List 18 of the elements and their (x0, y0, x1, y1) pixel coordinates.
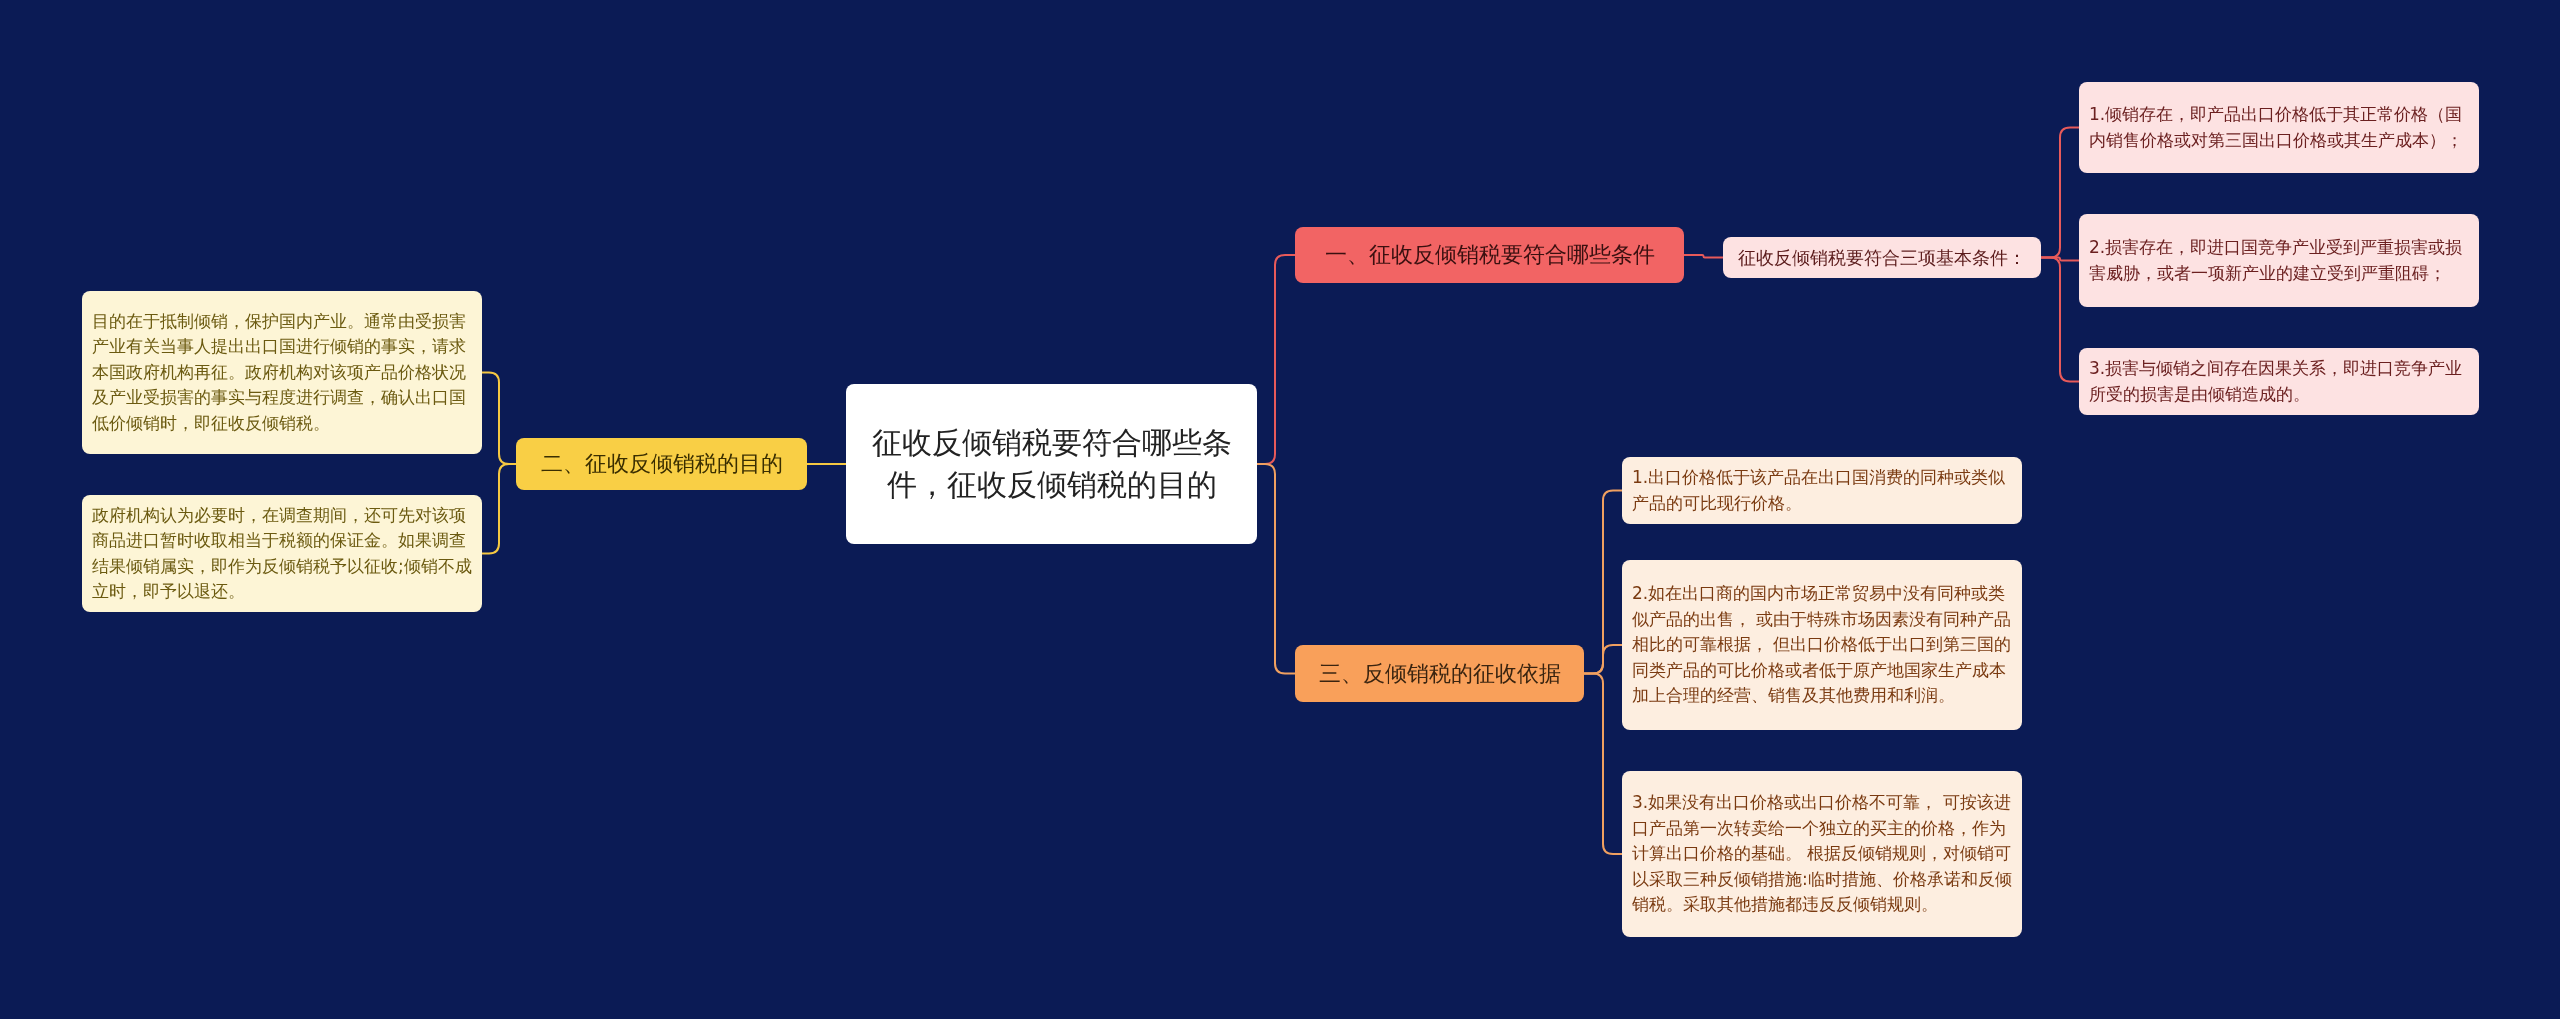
subtopic-box: 征收反倾销税要符合三项基本条件： (1723, 237, 2041, 278)
note-box: 2.损害存在，即进口国竞争产业受到严重损害或损害威胁，或者一项新产业的建立受到严重阻碍； (2079, 214, 2479, 307)
note-box: 2.如在出口商的国内市场正常贸易中没有同种或类似产品的出售， 或由于特殊市场因素没有同种产品相比的可靠根据， 但出口价格低于出口到第三国的同类产品的可比价格或者低于原产地国家生产成本加上合理的经营、销售及其他费用和利润。 (1622, 560, 2022, 730)
note-box: 政府机构认为必要时，在调查期间，还可先对该项商品进口暂时收取相当于税额的保证金。如果调查结果倾销属实，即作为反倾销税予以征收;倾销不成立时，即予以退还。 (82, 495, 482, 612)
connector-line (1683, 254, 1724, 259)
branch-topic-box: 一、征收反倾销税要符合哪些条件 (1295, 227, 1684, 283)
central-topic-box: 征收反倾销税要符合哪些条件，征收反倾销税的目的 (846, 384, 1257, 544)
note-box: 1.倾销存在，即产品出口价格低于其正常价格（国内销售价格或对第三国出口价格或其生产成本）； (2079, 82, 2479, 173)
note-box: 1.出口价格低于该产品在出口国消费的同种或类似产品的可比现行价格。 (1622, 457, 2022, 524)
connector-line (806, 463, 847, 465)
note-box: 3.损害与倾销之间存在因果关系，即进口竞争产业所受的损害是由倾销造成的。 (2079, 348, 2479, 415)
connector-line (2040, 256, 2080, 383)
note-box: 目的在于抵制倾销，保护国内产业。通常由受损害产业有关当事人提出出口国进行倾销的事实，请求本国政府机构再征。政府机构对该项产品价格状况及产业受损害的事实与程度进行调查，确认出口国低价倾销时，即征收反倾销税。 (82, 291, 482, 454)
note-box: 3.如果没有出口价格或出口价格不可靠， 可按该进口产品第一次转卖给一个独立的买主的价格，作为计算出口价格的基础。 根据反倾销规则，对倾销可以采取三种反倾销措施:临时措施、价格承诺和反倾销税。采取其他措施都违反反倾销规则。 (1622, 771, 2022, 937)
connector-line (1256, 463, 1296, 675)
connector-line (1583, 672, 1623, 855)
branch-topic-box: 二、征收反倾销税的目的 (516, 438, 807, 490)
branch-topic-box: 三、反倾销税的征收依据 (1295, 645, 1584, 702)
